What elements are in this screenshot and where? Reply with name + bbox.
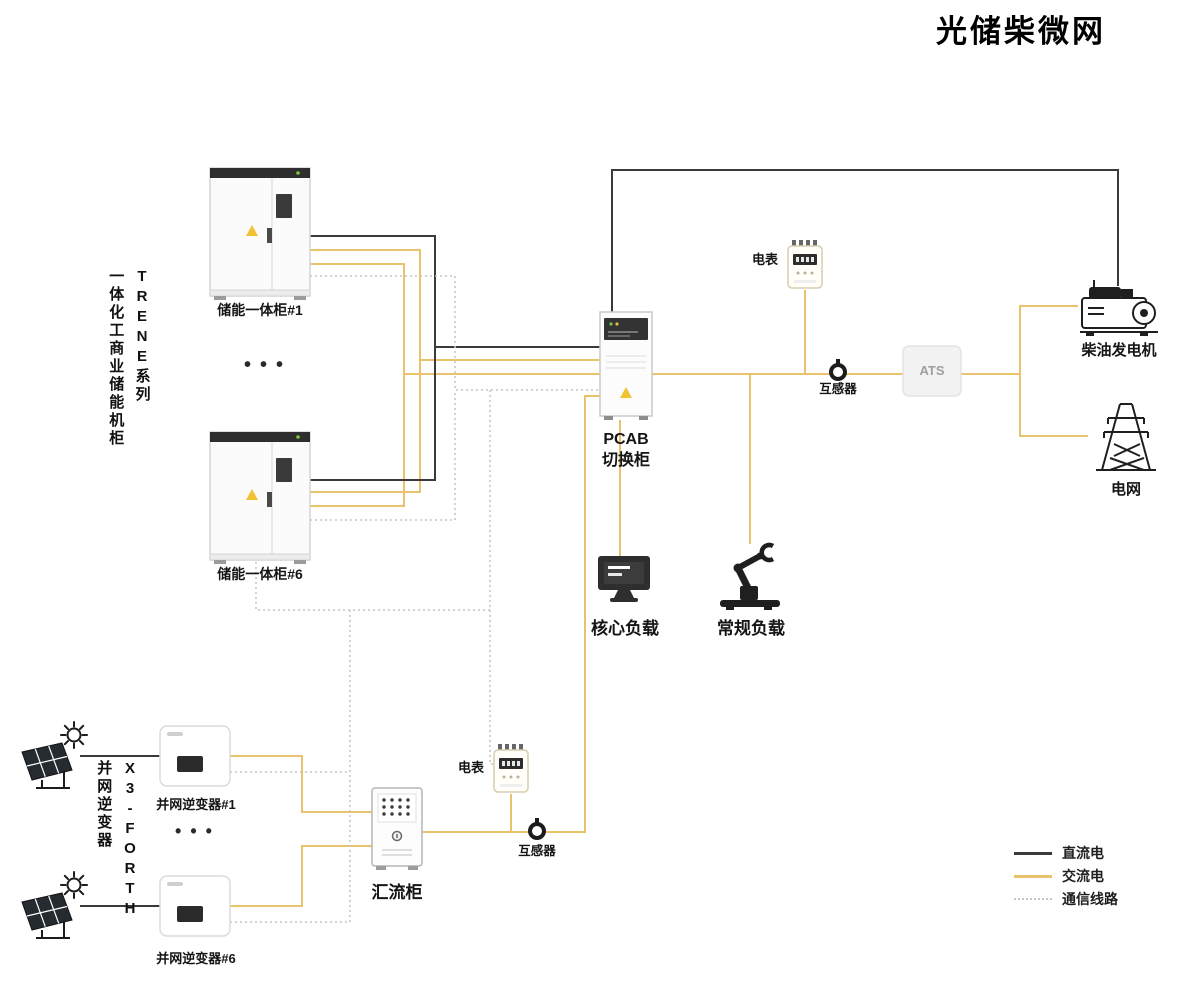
inverter-icon-6 — [159, 875, 231, 937]
generator-label: 柴油发电机 — [1081, 342, 1157, 359]
ct-top-label: 互感器 — [819, 382, 857, 396]
legend-row-dc: 直流电 — [1014, 845, 1118, 861]
legend-ac-label: 交流电 — [1062, 868, 1104, 884]
ats-box — [902, 345, 962, 397]
legend-row-ac: 交流电 — [1014, 868, 1118, 884]
inverter-icon-1 — [159, 725, 231, 787]
storage-series-vertical-label: TRENE系列 一体化工商业储能机柜 — [107, 268, 151, 448]
storage-cabinet-1-label: 储能一体柜#1 — [217, 302, 303, 318]
ct-bottom-label: 互感器 — [518, 844, 556, 858]
core-load-label: 核心负载 — [591, 619, 659, 638]
meter-icon-top — [787, 239, 823, 289]
page-title: 光储柴微网 — [936, 14, 1106, 49]
comm-line-sample — [1014, 898, 1052, 900]
monitor-icon — [598, 556, 650, 602]
inverter-6-label: 并网逆变器#6 — [156, 951, 236, 966]
normal-load-label: 常规负载 — [717, 619, 785, 638]
meter-top-label: 电表 — [751, 252, 778, 267]
combiner-label: 汇流柜 — [371, 883, 423, 902]
inverter-series-vertical-label: X3-FORTH 并网逆变器 — [95, 760, 139, 920]
inverter-1-label: 并网逆变器#1 — [156, 797, 236, 812]
storage-cabinet-ellipsis: ••• — [243, 354, 292, 376]
pcab-label: PCAB 切换柜 — [601, 431, 650, 469]
current-transformer-icon-top — [829, 357, 847, 381]
dc-line-sample — [1014, 851, 1052, 855]
pv-panel-icon-2 — [21, 871, 88, 939]
robot-arm-icon — [720, 542, 780, 610]
meter-bottom-label: 电表 — [457, 760, 484, 775]
inverter-ellipsis: ••• — [175, 821, 221, 841]
diesel-generator-icon — [1080, 280, 1158, 336]
grid-label: 电网 — [1110, 481, 1141, 498]
storage-cabinet-1-icon — [209, 167, 311, 301]
dc-wires — [80, 169, 1119, 907]
legend-row-comm: 通信线路 — [1014, 891, 1118, 907]
comm-wires — [230, 275, 600, 923]
ac-line-sample — [1014, 874, 1052, 878]
legend-dc-label: 直流电 — [1062, 845, 1104, 861]
storage-cabinet-6-icon — [209, 431, 311, 565]
current-transformer-icon-bottom — [528, 816, 546, 840]
combiner-cabinet-icon — [371, 787, 423, 870]
pv-panel-icon-1 — [21, 721, 88, 789]
legend: 直流电 交流电 通信线路 — [1014, 845, 1118, 914]
pcab-cabinet-icon — [599, 311, 653, 420]
storage-cabinet-6-label: 储能一体柜#6 — [217, 566, 303, 582]
legend-comm-label: 通信线路 — [1062, 891, 1118, 907]
grid-tower-icon — [1096, 403, 1156, 471]
ac-wires — [230, 249, 1088, 907]
ats-label: ATS — [919, 363, 945, 378]
meter-icon-bottom — [493, 743, 529, 793]
